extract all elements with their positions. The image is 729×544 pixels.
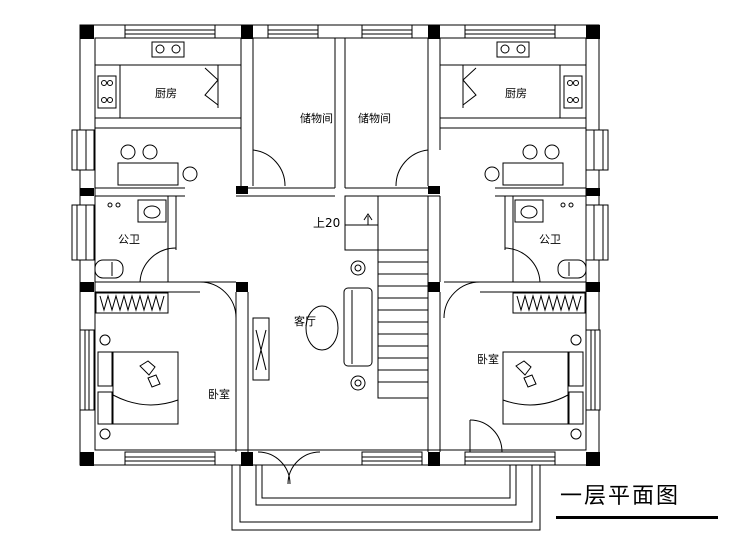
wardrobe-left: [95, 292, 169, 314]
windows-side: [71, 129, 609, 411]
dining-left: [117, 144, 198, 186]
room-label-bedroom-left: 卧室: [208, 388, 230, 401]
columns: [80, 25, 600, 466]
windows-bottom: [124, 451, 556, 466]
living-furniture: [252, 260, 373, 391]
room-label-living-room: 客厅: [294, 315, 316, 328]
room-label-kitchen-left: 厨房: [155, 87, 177, 100]
bathroom-left: [94, 199, 167, 279]
room-label-bathroom-right: 公卫: [539, 233, 561, 246]
dining-right: [484, 144, 564, 186]
title-underline: [556, 516, 718, 519]
windows-top: [124, 24, 556, 39]
room-label-kitchen-right: 厨房: [505, 87, 527, 100]
doors: [139, 149, 541, 485]
room-label-storage-left: 储物间: [300, 112, 333, 125]
stair-label: 上20: [313, 216, 341, 230]
room-label-bedroom-right: 卧室: [477, 353, 499, 366]
bed-right: [502, 334, 584, 440]
drawing-title: 一层平面图: [560, 484, 681, 509]
wardrobe-right: [512, 292, 586, 314]
staircase: [344, 195, 429, 399]
kitchen-left: [94, 41, 242, 119]
room-label-bathroom-left: 公卫: [118, 233, 140, 246]
bed-left: [97, 334, 179, 440]
bathroom-right: [514, 199, 587, 279]
room-label-storage-right: 储物间: [358, 112, 391, 125]
porch: [231, 465, 541, 531]
kitchen-right: [439, 41, 587, 119]
